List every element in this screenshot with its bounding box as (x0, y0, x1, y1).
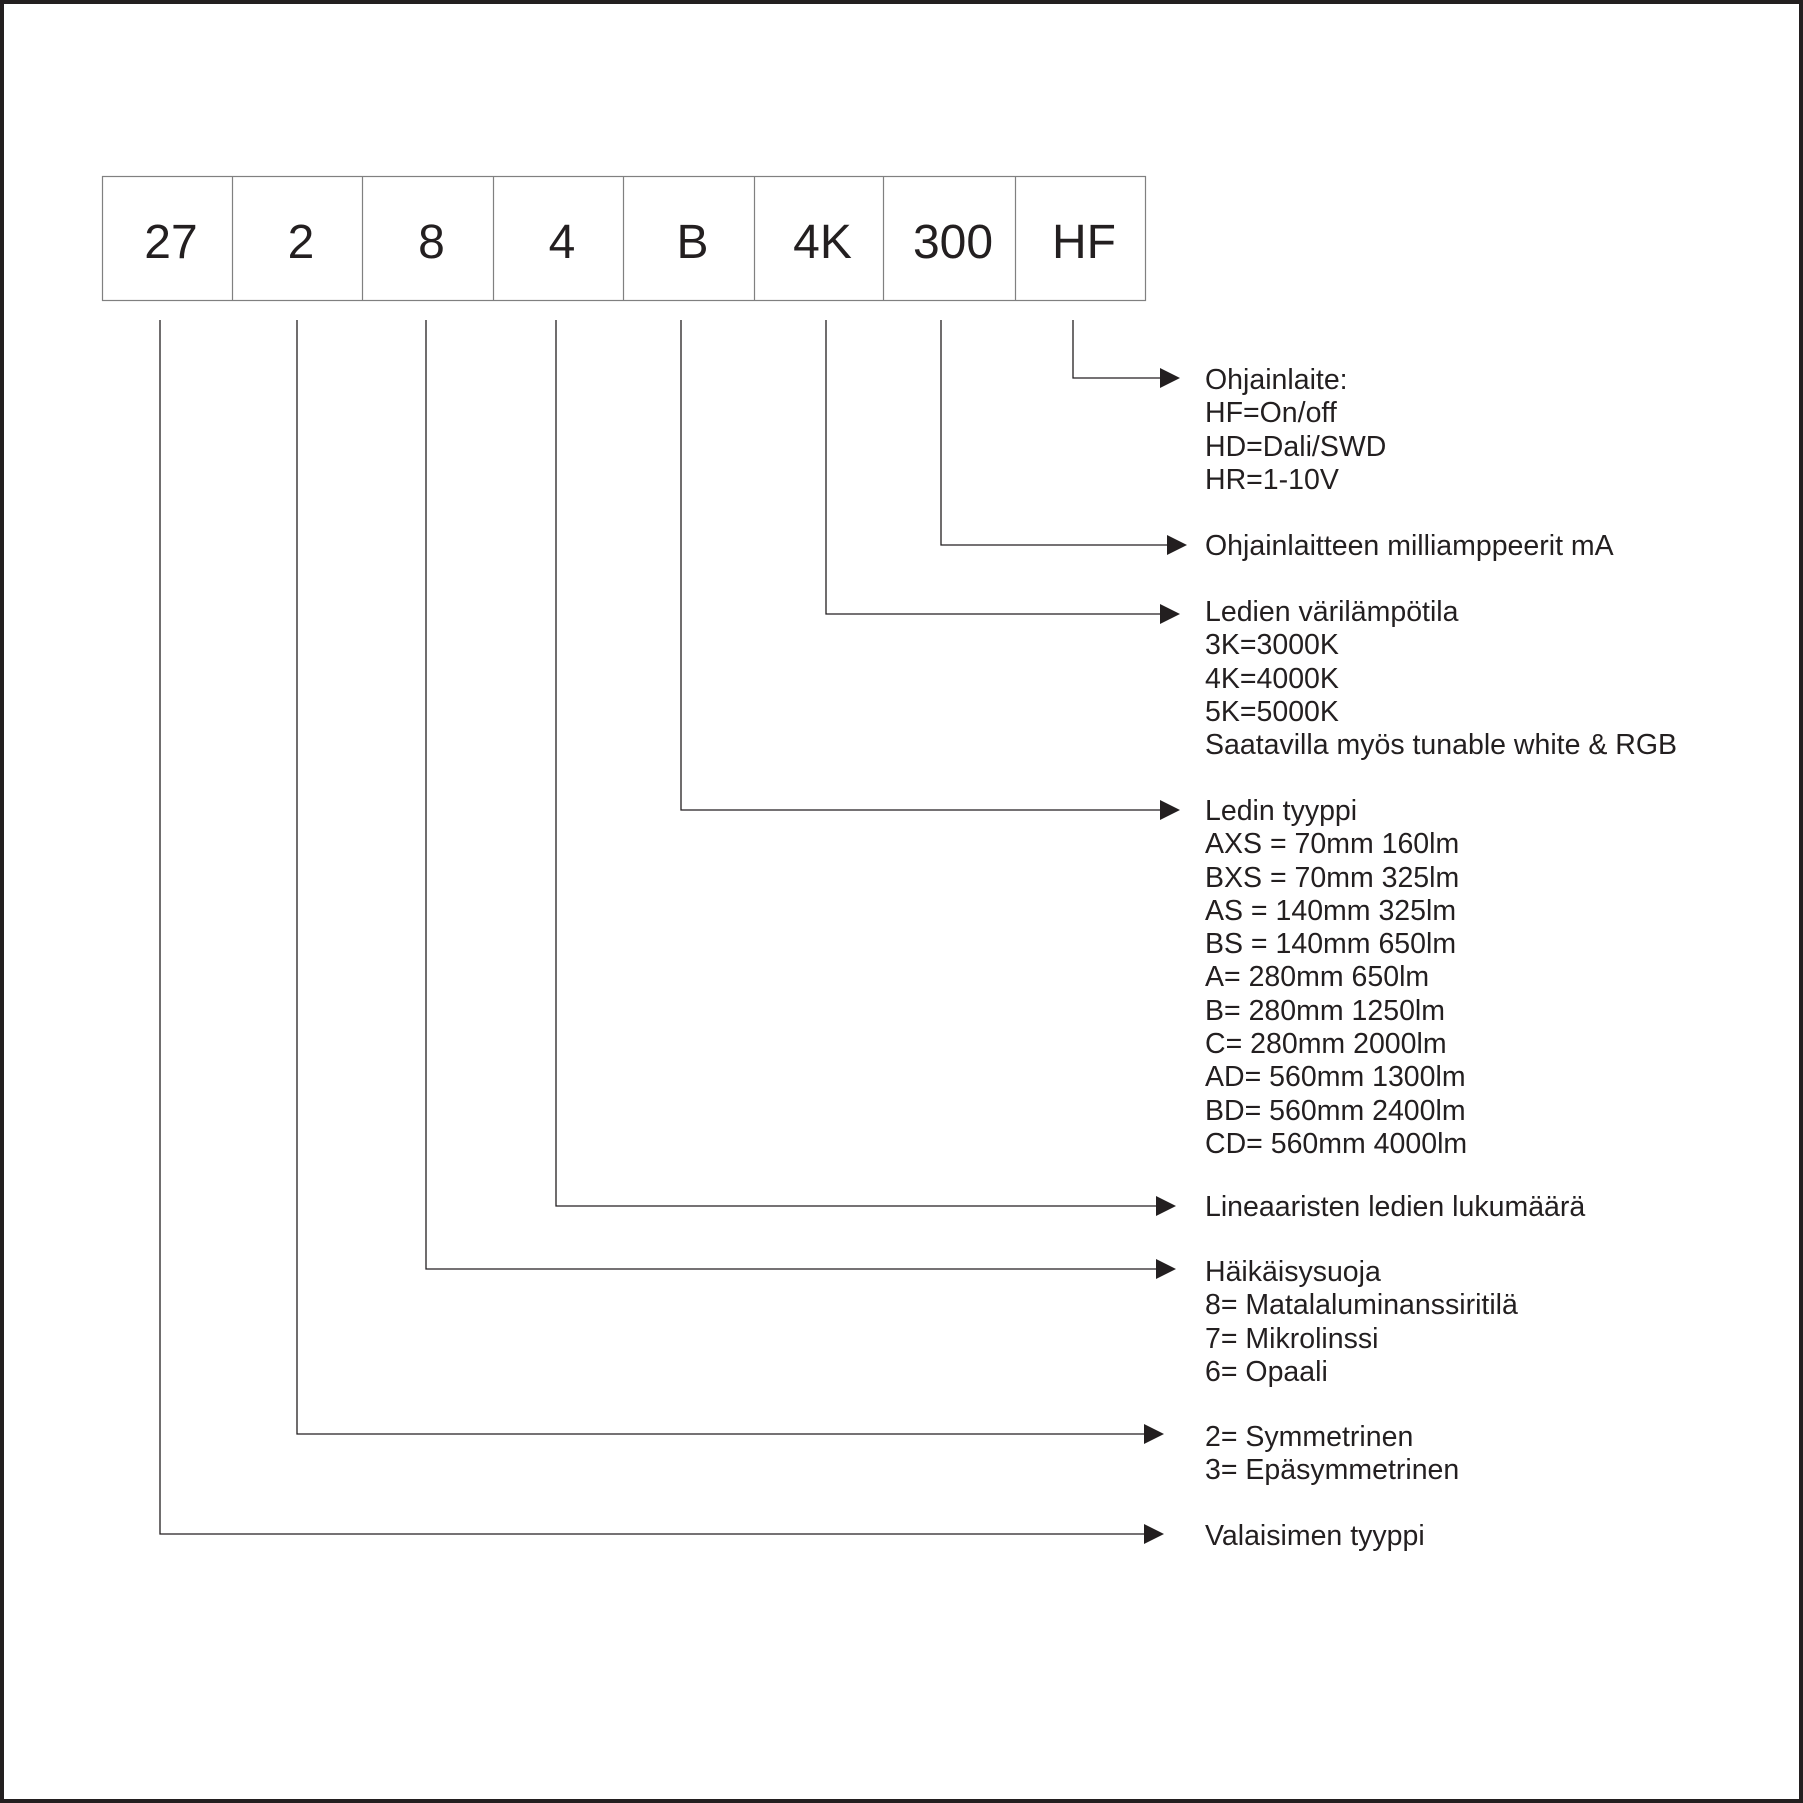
code-segment: HF (1052, 215, 1116, 269)
arrow-head-icon (1156, 1259, 1176, 1279)
arrow-head-icon (1144, 1424, 1164, 1444)
description-color-temp: Ledien värilämpötila 3K=3000K 4K=4000K 5… (1205, 596, 1678, 762)
connector-led-type (680, 320, 1163, 811)
code-segment: 2 (287, 215, 315, 269)
description-led-type: Ledin tyyppi AXS = 70mm 160lm BXS = 70mm… (1205, 795, 1468, 1160)
arrow-head-icon (1160, 604, 1180, 624)
connector-luminaire (159, 320, 1147, 1535)
arrow-head-icon (1167, 535, 1187, 555)
arrow-head-icon (1144, 1524, 1164, 1544)
connector-led-count (555, 320, 1159, 1207)
connector-glare (425, 320, 1159, 1270)
description-led-count: Lineaaristen ledien lukumäärä (1205, 1191, 1586, 1223)
arrow-head-icon (1160, 368, 1180, 388)
description-glare: Häikäisysuoja 8= Matalaluminanssiritilä … (1205, 1256, 1518, 1388)
code-segment: 8 (418, 215, 445, 269)
connector-color-temp (825, 320, 1163, 615)
connector-hf (1072, 320, 1163, 379)
connector-symmetry (296, 320, 1147, 1435)
description-control-gear: Ohjainlaite: HF=On/off HD=Dali/SWD HR=1-… (1205, 364, 1387, 496)
arrow-head-icon (1156, 1196, 1176, 1216)
connector-current (940, 320, 1170, 546)
description-current: Ohjainlaitteen milliamppeerit mA (1205, 530, 1614, 562)
description-luminaire: Valaisimen tyyppi (1205, 1520, 1425, 1552)
code-segment: B (676, 215, 709, 269)
code-segment: 4K (793, 215, 852, 269)
code-segment: 300 (912, 215, 994, 269)
code-segment: 4 (548, 215, 576, 269)
connector-lines (101, 175, 1187, 1544)
arrow-head-icon (1160, 800, 1180, 820)
description-symmetry: 2= Symmetrinen 3= Epäsymmetrinen (1205, 1421, 1460, 1487)
code-segment: 27 (144, 215, 198, 269)
